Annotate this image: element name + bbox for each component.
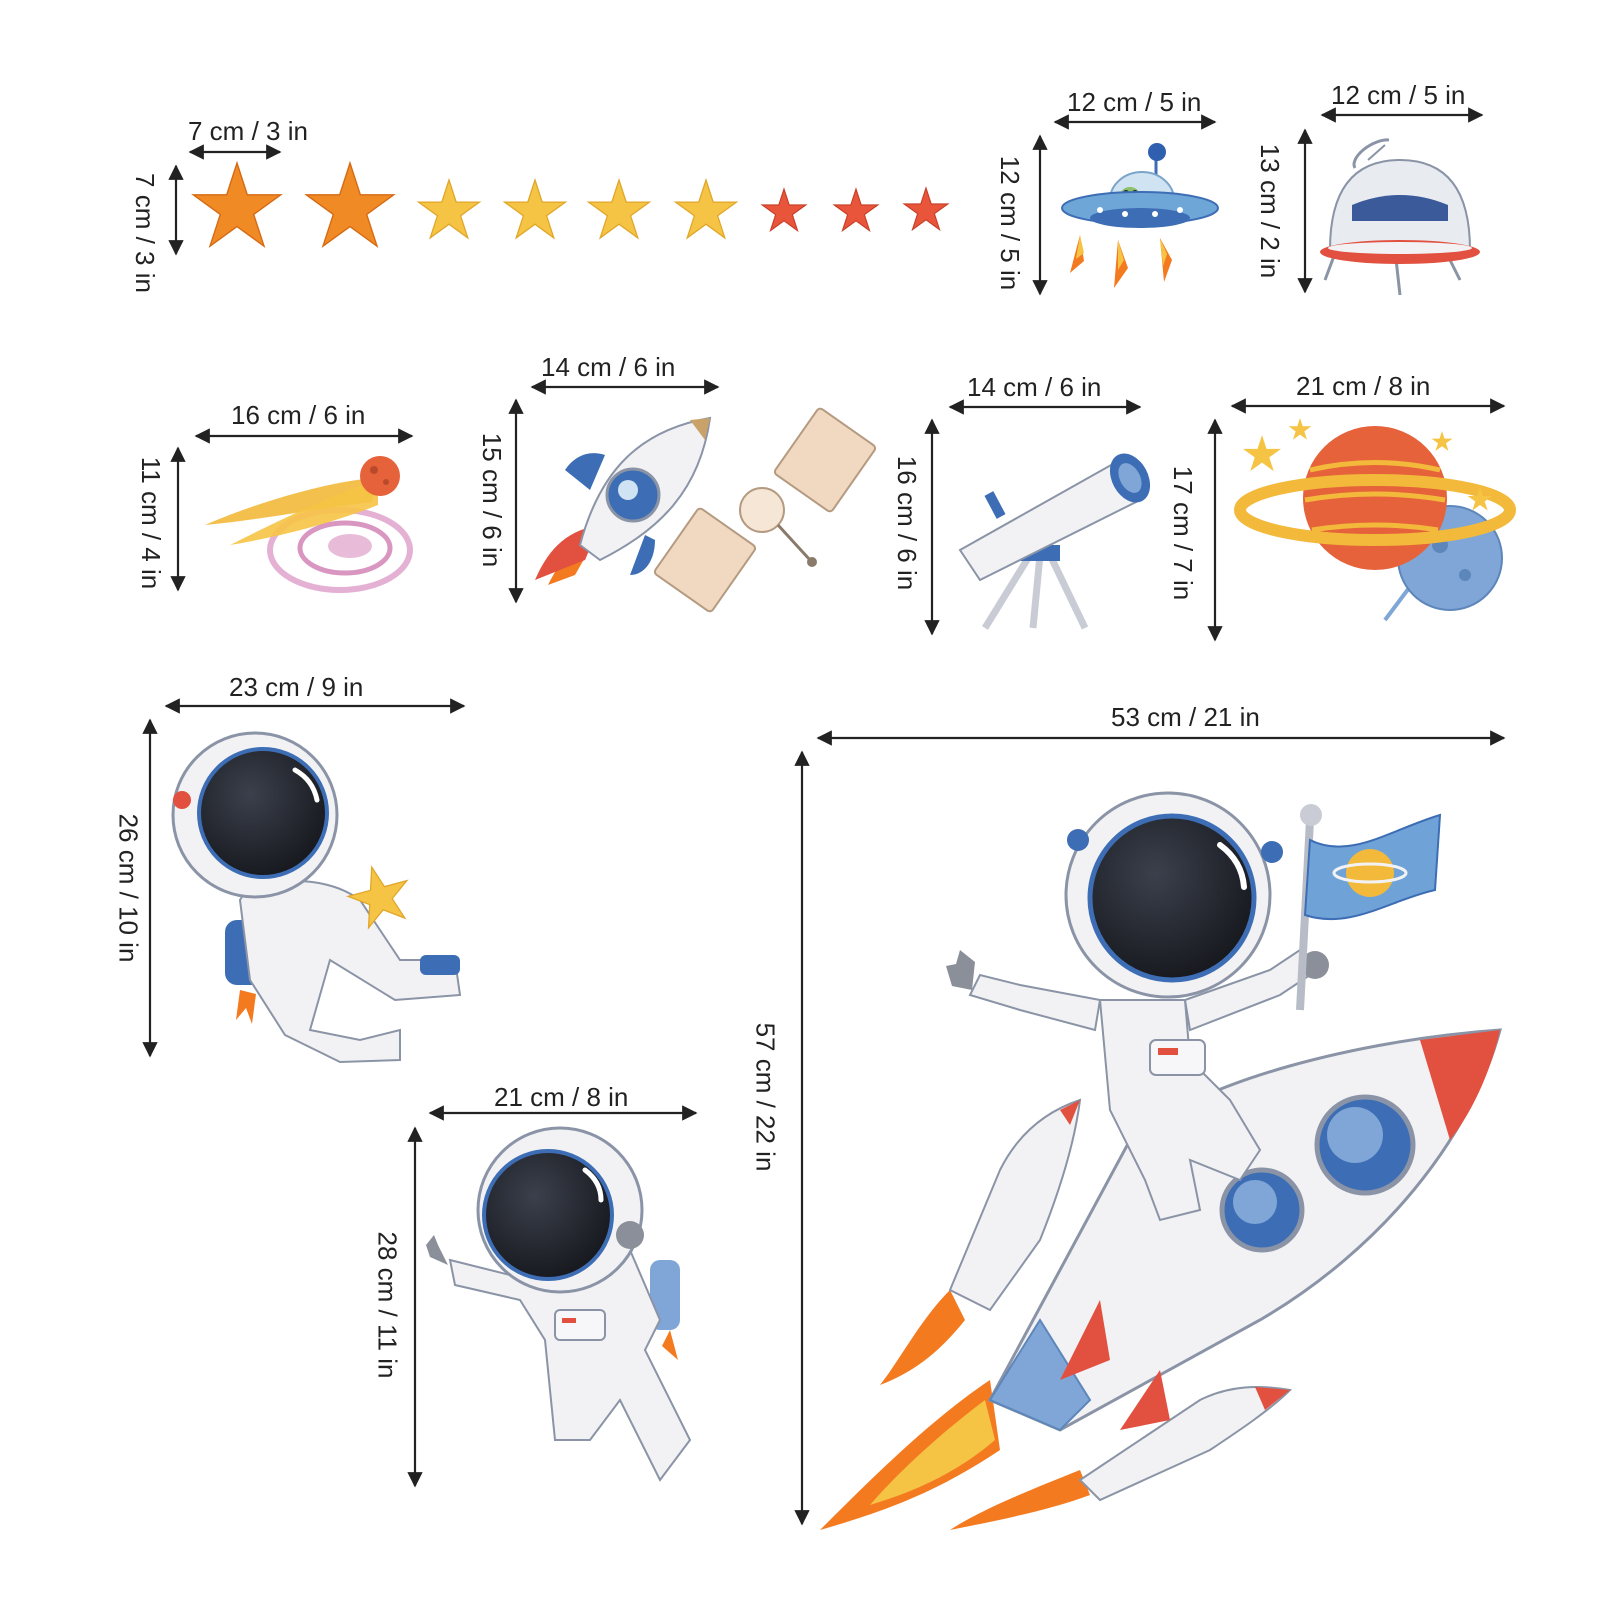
astronaut-with-star-icon bbox=[171, 731, 462, 1064]
star-icon bbox=[306, 163, 393, 246]
astronaut-on-rocket-icon bbox=[820, 791, 1503, 1530]
star-icon bbox=[904, 188, 948, 230]
big-height-label: 57 cm / 22 in bbox=[750, 1022, 781, 1172]
star-icon bbox=[762, 189, 806, 231]
ufo-height-label: 12 cm / 5 in bbox=[995, 155, 1026, 291]
star-icon bbox=[505, 180, 566, 238]
planets-height-label: 17 cm / 7 in bbox=[1168, 465, 1199, 601]
comet-height-label: 11 cm / 4 in bbox=[136, 456, 167, 590]
astronaut-waving-icon bbox=[426, 1126, 692, 1482]
capsule-width-label: 12 cm / 5 in bbox=[1331, 80, 1466, 110]
capsule-height-label: 13 cm / 2 in bbox=[1255, 143, 1286, 279]
dimension-lines bbox=[142, 107, 1506, 1526]
planets-width-label: 21 cm / 8 in bbox=[1296, 371, 1431, 401]
star-stickers bbox=[193, 163, 948, 246]
star-icon bbox=[1242, 435, 1282, 472]
astro1-width-label: 23 cm / 9 in bbox=[229, 672, 364, 702]
telescope-icon bbox=[958, 453, 1151, 630]
astro2-height-label: 28 cm / 11 in bbox=[372, 1231, 403, 1379]
star-icon bbox=[419, 180, 480, 238]
stars-width-label: 7 cm / 3 in bbox=[188, 116, 308, 146]
rocket-width-label: 14 cm / 6 in bbox=[541, 352, 676, 382]
star-icon bbox=[193, 163, 280, 246]
comet-icon bbox=[205, 456, 413, 593]
ufo-icon bbox=[1061, 143, 1219, 288]
planets-icon bbox=[1234, 418, 1516, 622]
small-rocket-icon bbox=[535, 416, 712, 585]
big-width-label: 53 cm / 21 in bbox=[1111, 702, 1260, 732]
rocket-height-label: 15 cm / 6 in bbox=[477, 432, 508, 568]
astro2-width-label: 21 cm / 8 in bbox=[494, 1082, 629, 1112]
stars-height-label: 7 cm / 3 in bbox=[129, 173, 160, 293]
astro1-height-label: 26 cm / 10 in bbox=[113, 813, 144, 963]
telescope-height-label: 16 cm / 6 in bbox=[892, 455, 923, 591]
comet-width-label: 16 cm / 6 in bbox=[231, 400, 366, 430]
star-icon bbox=[676, 180, 737, 238]
ufo-width-label: 12 cm / 5 in bbox=[1067, 87, 1202, 117]
star-icon bbox=[589, 180, 650, 238]
star-icon bbox=[1288, 418, 1312, 440]
satellite-icon bbox=[653, 407, 877, 613]
star-icon bbox=[834, 189, 878, 231]
telescope-width-label: 14 cm / 6 in bbox=[967, 372, 1102, 402]
star-icon bbox=[1431, 431, 1453, 451]
space-capsule-icon bbox=[1320, 138, 1480, 296]
